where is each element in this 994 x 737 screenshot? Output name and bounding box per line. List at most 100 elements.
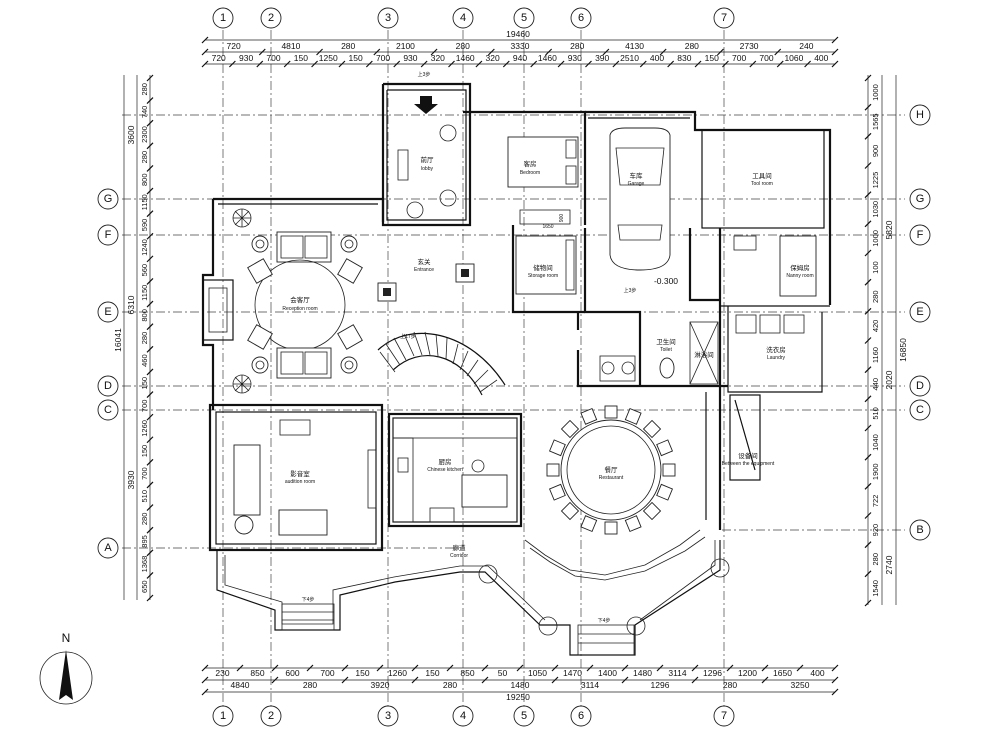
note-steps-top: 上3步	[418, 71, 431, 78]
axis-label: 3	[385, 710, 391, 722]
dim-value: 2730	[740, 41, 759, 51]
dim-value: 1260	[388, 668, 407, 678]
dim-right-mid: 2020	[884, 370, 894, 389]
audition-furniture	[233, 419, 377, 536]
bedroom-furniture	[507, 136, 579, 295]
dim-tick	[516, 664, 524, 672]
dim-tick	[338, 60, 346, 68]
dim-tick	[146, 413, 154, 421]
dim-tick	[201, 60, 209, 68]
dim-tick	[864, 366, 872, 374]
label-bedroom-en: Bedroom	[520, 170, 540, 176]
axis-label: D	[916, 380, 924, 392]
north-arrow: N	[39, 631, 93, 705]
dim-right-mid: 5820	[884, 220, 894, 239]
dim-value: 420	[871, 320, 880, 333]
dim-value: 1650	[773, 668, 792, 678]
dining-chair	[580, 407, 598, 425]
dim-tick	[201, 676, 209, 684]
north-label: N	[62, 631, 71, 645]
dining-chair	[656, 483, 674, 501]
dim-value: 700	[732, 53, 746, 63]
note-down-4a: 下4步	[302, 597, 315, 603]
dim-value: 3114	[668, 668, 687, 678]
dim-value: 1040	[871, 434, 880, 451]
dim-value: 2100	[396, 41, 415, 51]
axis-label: 1	[220, 12, 226, 24]
dim-value: 1150	[140, 285, 149, 301]
dim-value: 1225	[871, 172, 880, 189]
label-restaurant-en: Restaurant	[599, 475, 624, 481]
dim-tick	[311, 60, 318, 68]
dim-value: 280	[685, 41, 699, 51]
dim-value: 560	[140, 264, 149, 277]
dim-tick	[864, 220, 872, 228]
dim-value: 650	[140, 580, 149, 593]
label-audition-en: audition room	[285, 479, 315, 485]
dim-value: 230	[215, 668, 229, 678]
dim-tick	[146, 74, 154, 82]
dim-value: 400	[814, 53, 828, 63]
dim-tick	[761, 664, 769, 672]
label-kitchen-cn: 厨房	[439, 457, 452, 466]
left-dimension-lines	[123, 75, 151, 600]
dim-value: 280	[140, 83, 149, 96]
label-nanny-cn: 保姆房	[790, 263, 810, 272]
dim-tick	[258, 48, 266, 56]
dim-value: 280	[140, 513, 149, 526]
dim-value: 700	[376, 53, 390, 63]
dim-value: 930	[239, 53, 253, 63]
dim-tick	[831, 664, 839, 672]
dim-value: 830	[677, 53, 691, 63]
dim-value: 800	[140, 173, 149, 186]
dim-tick	[864, 162, 872, 169]
dining-chair	[624, 407, 642, 425]
note-dim-900: 900	[559, 214, 565, 223]
dim-value: 700	[140, 467, 149, 480]
exterior-walls	[201, 82, 832, 656]
dim-tick	[545, 48, 553, 56]
dim-value: 1200	[738, 668, 757, 678]
dim-value: 400	[810, 668, 824, 678]
dim-tick	[448, 60, 455, 68]
dim-value: 1030	[871, 201, 880, 218]
label-kitchen-en: Chinese kitchen	[427, 467, 463, 473]
dim-tick	[551, 676, 559, 684]
dim-tick	[722, 60, 729, 68]
axis-label: A	[104, 542, 112, 554]
label-storage-cn: 储物间	[533, 263, 553, 272]
axis-label: 7	[721, 710, 727, 722]
spiral-stair	[377, 331, 506, 396]
dim-tick	[201, 48, 209, 56]
axis-label: E	[916, 306, 923, 318]
axis-label: 6	[578, 12, 584, 24]
axis-label: 5	[521, 12, 527, 24]
dim-tick	[749, 60, 757, 68]
dim-value: 1000	[871, 230, 880, 247]
dining-chair	[560, 419, 580, 439]
dim-tick	[831, 60, 839, 68]
right-dim-row: 1000156590012251030100010028042011604405…	[864, 74, 880, 607]
restaurant-table	[546, 405, 676, 535]
dim-tick	[475, 60, 483, 68]
dim-tick	[146, 323, 154, 331]
dim-value: 100	[871, 261, 880, 274]
dim-tick	[446, 664, 454, 672]
axis-label: H	[916, 109, 924, 121]
dim-tick	[283, 60, 291, 68]
note-up-3: 上3步	[624, 287, 637, 294]
note-dim-1650: 1650	[542, 224, 553, 230]
axis-label: F	[917, 229, 924, 241]
dim-value: 1460	[538, 53, 557, 63]
dim-value: 940	[513, 53, 527, 63]
dim-value: 3114	[581, 680, 600, 690]
dim-tick	[557, 60, 565, 68]
dim-tick	[146, 481, 154, 489]
axis-label: 4	[460, 710, 466, 722]
left-dim-row: 2807402300280800115059012405601150800280…	[140, 74, 154, 602]
dim-tick	[146, 278, 154, 285]
axis-label: G	[104, 193, 113, 205]
dim-value: 722	[871, 495, 880, 508]
